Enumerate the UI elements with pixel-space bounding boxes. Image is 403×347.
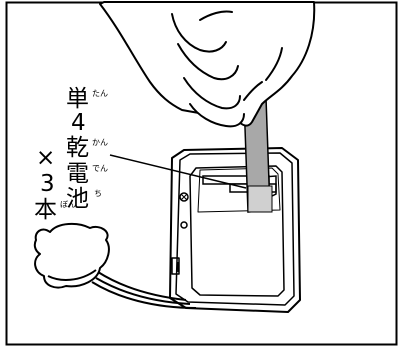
label-char-den: 電: [66, 161, 89, 187]
label-char-4: 4: [71, 110, 86, 136]
leader-line: [109, 154, 247, 189]
label-char-kan: 乾: [66, 135, 89, 161]
ruby-hon: ぼん: [60, 200, 76, 209]
label-char-chi: 池: [66, 186, 89, 212]
sensor-unit: [33, 222, 197, 309]
label-char-tan: 単: [66, 86, 89, 112]
battery-label: 単 たん 4 乾 かん 電 でん 池 ち × 3 本 ぼん: [34, 86, 108, 223]
battery-compartment: [169, 147, 301, 313]
ruby-tan: たん: [92, 89, 108, 98]
label-char-hon: 本: [34, 197, 57, 223]
label-char-3: 3: [40, 171, 55, 197]
ruby-kan: かん: [92, 138, 108, 147]
ruby-chi: ち: [94, 189, 102, 198]
label-times: ×: [36, 145, 55, 171]
screw-icon: [179, 192, 189, 202]
hand-illustration: [99, 1, 316, 128]
ruby-den: でん: [92, 164, 108, 173]
